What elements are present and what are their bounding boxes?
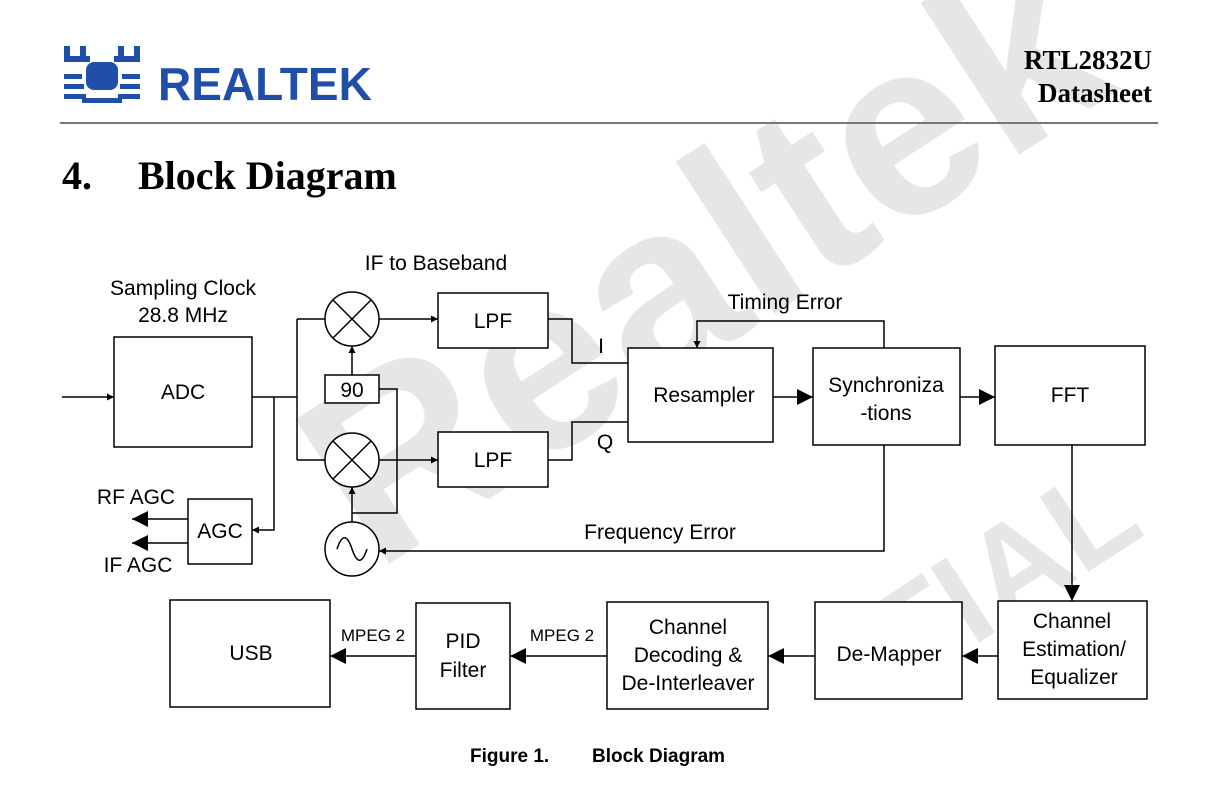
resampler-block <box>627 347 774 443</box>
i-path <box>548 318 628 364</box>
chan-dec-label-line2: Decoding & <box>634 644 743 667</box>
frequency-error-path <box>379 445 885 555</box>
if-to-baseband-label: IF to Baseband <box>365 252 507 275</box>
fft-block <box>994 345 1146 446</box>
header-divider <box>60 122 1158 124</box>
demapper-label: De-Mapper <box>836 643 941 666</box>
logo-text: REALTEK <box>158 58 372 110</box>
adc-label: ADC <box>161 381 205 404</box>
timing-error-label: Timing Error <box>728 291 843 314</box>
q-label: Q <box>597 431 613 454</box>
figure-title: Block Diagram <box>592 746 726 767</box>
phase-90-label: 90 <box>340 379 363 402</box>
realtek-logo: REALTEK <box>64 46 372 110</box>
doc-title: RTL2832U Datasheet <box>1024 44 1152 110</box>
sampling-clock-freq: 28.8 MHz <box>138 304 228 327</box>
channel-estimation-block <box>997 600 1148 700</box>
mixer-bottom-cross <box>332 440 372 480</box>
lpf-top-label: LPF <box>474 310 513 333</box>
chan-dec-label-line1: Channel <box>649 616 727 639</box>
pid-label-line1: PID <box>445 630 480 653</box>
i-label: I <box>598 335 604 358</box>
agc-block <box>187 498 253 565</box>
pid-filter-block <box>415 602 511 710</box>
mixer-top-cross <box>332 299 372 339</box>
sine-wave-icon <box>336 537 368 561</box>
rf-agc-label: RF AGC <box>97 486 175 509</box>
if-agc-label: IF AGC <box>104 554 173 577</box>
q-path <box>548 421 628 461</box>
chan-est-label-line2: Estimation/ <box>1022 638 1126 661</box>
lpf-bottom-block <box>437 431 549 488</box>
chip-name: RTL2832U <box>1023 45 1152 75</box>
adc-block <box>113 336 253 448</box>
timing-error-path <box>693 320 885 348</box>
lpf-top-block <box>437 292 549 349</box>
chan-est-label-line1: Channel <box>1033 610 1111 633</box>
crab-icon <box>64 46 140 103</box>
pid-label-line2: Filter <box>440 659 487 682</box>
section-number: 4. <box>62 153 92 198</box>
frequency-error-label: Frequency Error <box>584 521 736 544</box>
usb-block <box>169 599 331 708</box>
usb-label: USB <box>229 642 272 665</box>
chan-dec-label-line3: De-Interleaver <box>621 672 754 695</box>
osc-to-phase-wire <box>352 388 398 514</box>
figure-number: Figure 1. <box>470 746 550 767</box>
mpeg2-usb-label: MPEG 2 <box>341 626 405 645</box>
section-heading: 4. Block Diagram <box>62 152 397 199</box>
section-title: Block Diagram <box>138 153 397 198</box>
sampling-clock-label: Sampling Clock <box>110 277 256 300</box>
lpf-bottom-label: LPF <box>474 449 513 472</box>
agc-feedback-arrow <box>252 397 275 534</box>
demapper-block <box>814 601 963 700</box>
mpeg2-pid-label: MPEG 2 <box>530 626 594 645</box>
fft-label: FFT <box>1051 384 1090 407</box>
chan-est-label-line3: Equalizer <box>1030 666 1118 689</box>
doc-type: Datasheet <box>1038 78 1152 108</box>
resampler-label: Resampler <box>653 384 755 407</box>
agc-label: AGC <box>197 520 243 543</box>
sync-label-line1: Synchroniza <box>828 374 944 397</box>
sync-label-line2: -tions <box>860 402 911 425</box>
figure-caption: Figure 1. Block Diagram <box>470 746 725 768</box>
